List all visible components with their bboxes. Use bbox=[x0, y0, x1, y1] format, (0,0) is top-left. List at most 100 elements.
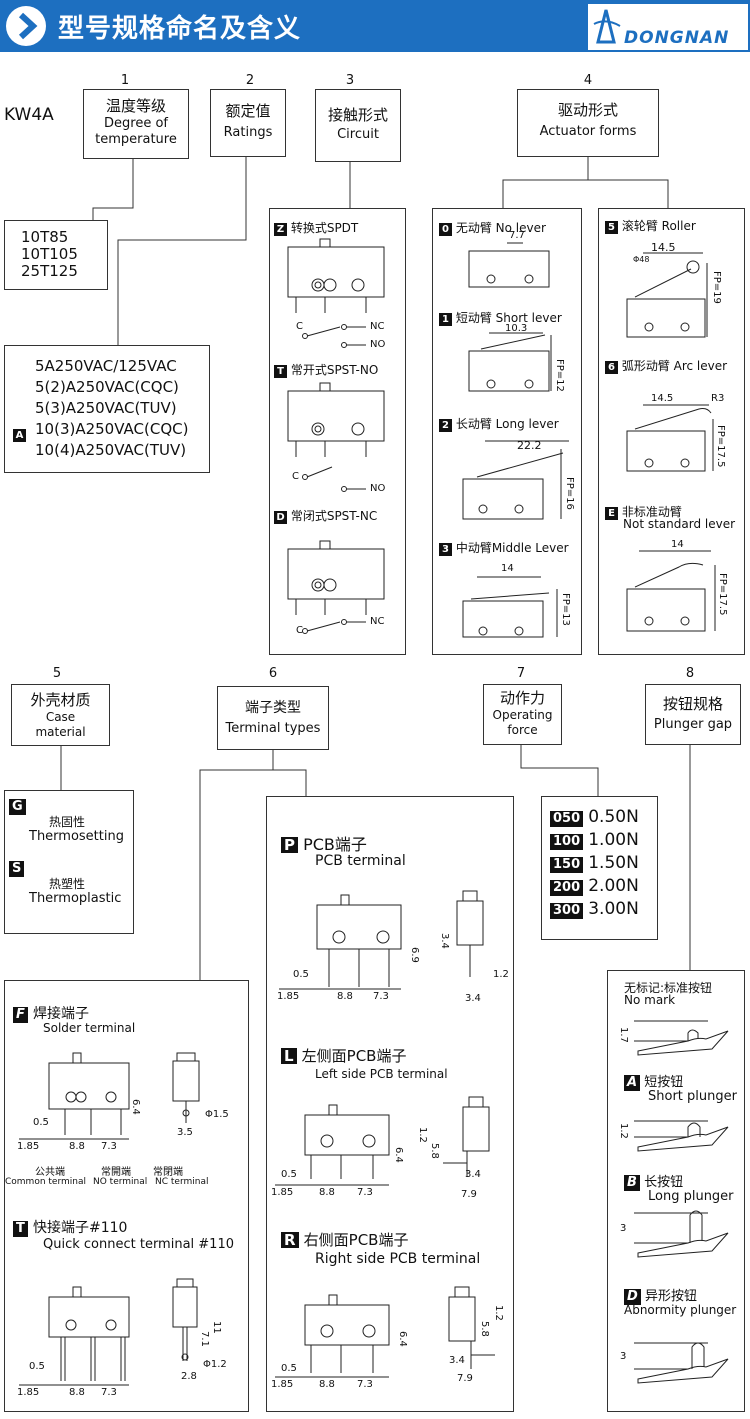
code-badge: L bbox=[281, 1048, 297, 1064]
code-badge: T bbox=[13, 1221, 28, 1237]
list-item: 10T105 bbox=[21, 245, 78, 263]
chevron-right-icon bbox=[6, 6, 46, 46]
plunger-item: D 异形按钮 bbox=[624, 1285, 697, 1305]
dimension-label: 1.85 bbox=[271, 1379, 294, 1390]
dimension-label: 3.4 bbox=[465, 1169, 481, 1180]
list-item: 5(3)A250VAC(TUV) bbox=[35, 399, 177, 417]
code-badge: 1 bbox=[439, 313, 452, 326]
code-badge: R bbox=[281, 1232, 299, 1248]
dimension-label: 1.85 bbox=[17, 1387, 40, 1398]
list-item: 25T125 bbox=[21, 262, 78, 280]
dimension-label: FP=19 bbox=[711, 271, 722, 304]
material-label-zh: 热塑性 bbox=[49, 877, 86, 891]
page-title: 型号规格命名及含义 bbox=[58, 14, 302, 44]
actuator-item: 1 短动臂 Short lever bbox=[439, 309, 562, 326]
brand-logo: DONGNAN bbox=[588, 4, 748, 50]
section-title-zh: 端子类型 bbox=[245, 700, 301, 716]
code-badge: S bbox=[9, 861, 25, 877]
case-material-panel: G 热固性 Thermosetting S 热塑性 Thermoplastic bbox=[4, 790, 134, 934]
terminal-label: NC bbox=[370, 321, 385, 332]
section-title-en: material bbox=[35, 724, 86, 739]
section-number: 6 bbox=[268, 666, 278, 681]
terminal-item: R 右侧面PCB端子 bbox=[281, 1229, 408, 1250]
section-title-en: Operating bbox=[492, 707, 553, 722]
plunger-panel: 无标记:标准按钮 No mark 1.7 A 短按钮 Short plunger… bbox=[607, 970, 745, 1412]
actuator-panel-right: 5 滚轮臂 Roller 14.5 Φ48 FP=19 6 弧形动臂 Arc l… bbox=[598, 208, 745, 655]
ratings-values-box: 5A250VAC/125VAC 5(2)A250VAC(CQC) 5(3)A25… bbox=[4, 345, 210, 473]
dimension-label: Φ1.2 bbox=[203, 1359, 227, 1370]
terminal-label: NC bbox=[370, 616, 385, 627]
dimension-label: 7.9 bbox=[461, 1189, 477, 1200]
dimension-label: 7.7 bbox=[509, 230, 525, 241]
code-badge: P bbox=[281, 837, 298, 853]
terminal-panel-left: F 焊接端子 Solder terminal 0.5 1.85 8.8 7.3 … bbox=[4, 980, 249, 1412]
model-name: KW4A bbox=[4, 105, 54, 125]
actuator-label: 短动臂 Short lever bbox=[455, 311, 562, 325]
dimension-label: 8.8 bbox=[319, 1379, 335, 1390]
terminal-label-zh: 右侧面PCB端子 bbox=[303, 1231, 409, 1249]
code-badge: B bbox=[624, 1175, 640, 1191]
dimension-label: 7.3 bbox=[101, 1387, 117, 1398]
case-material-box: 外壳材质 Case material bbox=[11, 684, 110, 746]
terminal-caption: 常閉端 bbox=[153, 1167, 183, 1178]
section-title-en: Degree of bbox=[104, 115, 168, 131]
circuit-item: Z 转换式SPDT bbox=[274, 219, 358, 236]
terminal-label: NO bbox=[370, 483, 386, 494]
section-title-en: Actuator forms bbox=[539, 123, 637, 139]
code-badge: A bbox=[624, 1075, 641, 1091]
circuit-item: T 常开式SPST-NO bbox=[274, 361, 378, 378]
dimension-label: FP=16 bbox=[564, 477, 575, 510]
terminal-label-en: Quick connect terminal #110 bbox=[43, 1237, 234, 1252]
code-badge: T bbox=[274, 365, 287, 378]
dimension-label: 14.5 bbox=[651, 241, 676, 254]
dimension-label: 8.8 bbox=[69, 1387, 85, 1398]
code-badge: F bbox=[13, 1007, 28, 1023]
actuator-item: 0 无动臂 No lever bbox=[439, 219, 546, 236]
terminal-label-zh: 快接端子#110 bbox=[32, 1220, 128, 1236]
terminal-item: P PCB端子 bbox=[281, 831, 367, 855]
dimension-label: 7.3 bbox=[373, 991, 389, 1002]
circuit-label: 转换式SPDT bbox=[290, 221, 359, 235]
terminal-label: C bbox=[296, 625, 303, 636]
dimension-label: 5.8 bbox=[429, 1143, 440, 1159]
code-badge: 300 bbox=[550, 903, 584, 919]
dimension-label: 6.9 bbox=[409, 947, 420, 963]
terminal-label-en: PCB terminal bbox=[315, 853, 406, 869]
code-badge: 150 bbox=[550, 857, 584, 873]
circuit-label: 常开式SPST-NO bbox=[290, 363, 379, 377]
section-number: 8 bbox=[685, 666, 695, 681]
actuator-item: 2 长动臂 Long lever bbox=[439, 415, 559, 432]
dimension-label: 3.4 bbox=[465, 993, 481, 1004]
plunger-label-zh: 异形按钮 bbox=[644, 1289, 697, 1304]
code-badge: D bbox=[624, 1289, 641, 1305]
dimension-label: 6.4 bbox=[397, 1331, 408, 1347]
list-item: 200 2.00N bbox=[550, 876, 657, 899]
dimension-label: 1.2 bbox=[493, 969, 509, 980]
dimension-label: 11 bbox=[211, 1321, 222, 1334]
code-badge: 200 bbox=[550, 880, 584, 896]
section-title-en: Plunger gap bbox=[653, 716, 733, 732]
material-label-zh: 热固性 bbox=[49, 815, 86, 829]
dimension-label: 3 bbox=[620, 1223, 627, 1234]
plunger-label-zh: 长按钮 bbox=[644, 1175, 684, 1190]
code-badge: Z bbox=[274, 223, 287, 236]
code-badge: 100 bbox=[550, 834, 584, 850]
terminal-label: NO bbox=[370, 339, 386, 350]
degree-temperature-box: 温度等级 Degree of temperature bbox=[83, 89, 189, 159]
actuator-drawings bbox=[626, 252, 716, 632]
plunger-drawings bbox=[634, 1020, 729, 1384]
terminal-caption: NC terminal bbox=[155, 1177, 209, 1187]
header-bar: 型号规格命名及含义 DONGNAN bbox=[0, 0, 750, 52]
dimension-label: Φ48 bbox=[633, 255, 650, 264]
dimension-label: 5.8 bbox=[479, 1321, 490, 1337]
list-item: 050 0.50N bbox=[550, 807, 657, 830]
switch-diagram bbox=[287, 238, 385, 634]
terminal-label: C bbox=[292, 471, 299, 482]
terminal-label: C bbox=[296, 321, 303, 332]
plunger-label-en: Abnormity plunger bbox=[624, 1303, 737, 1317]
circuit-label: 常闭式SPST-NC bbox=[290, 509, 378, 523]
plunger-item: B 长按钮 bbox=[624, 1171, 683, 1191]
material-label-en: Thermosetting bbox=[29, 829, 124, 844]
section-title-en: Ratings bbox=[223, 124, 273, 140]
operating-force-box: 动作力 Operating force bbox=[483, 684, 562, 745]
